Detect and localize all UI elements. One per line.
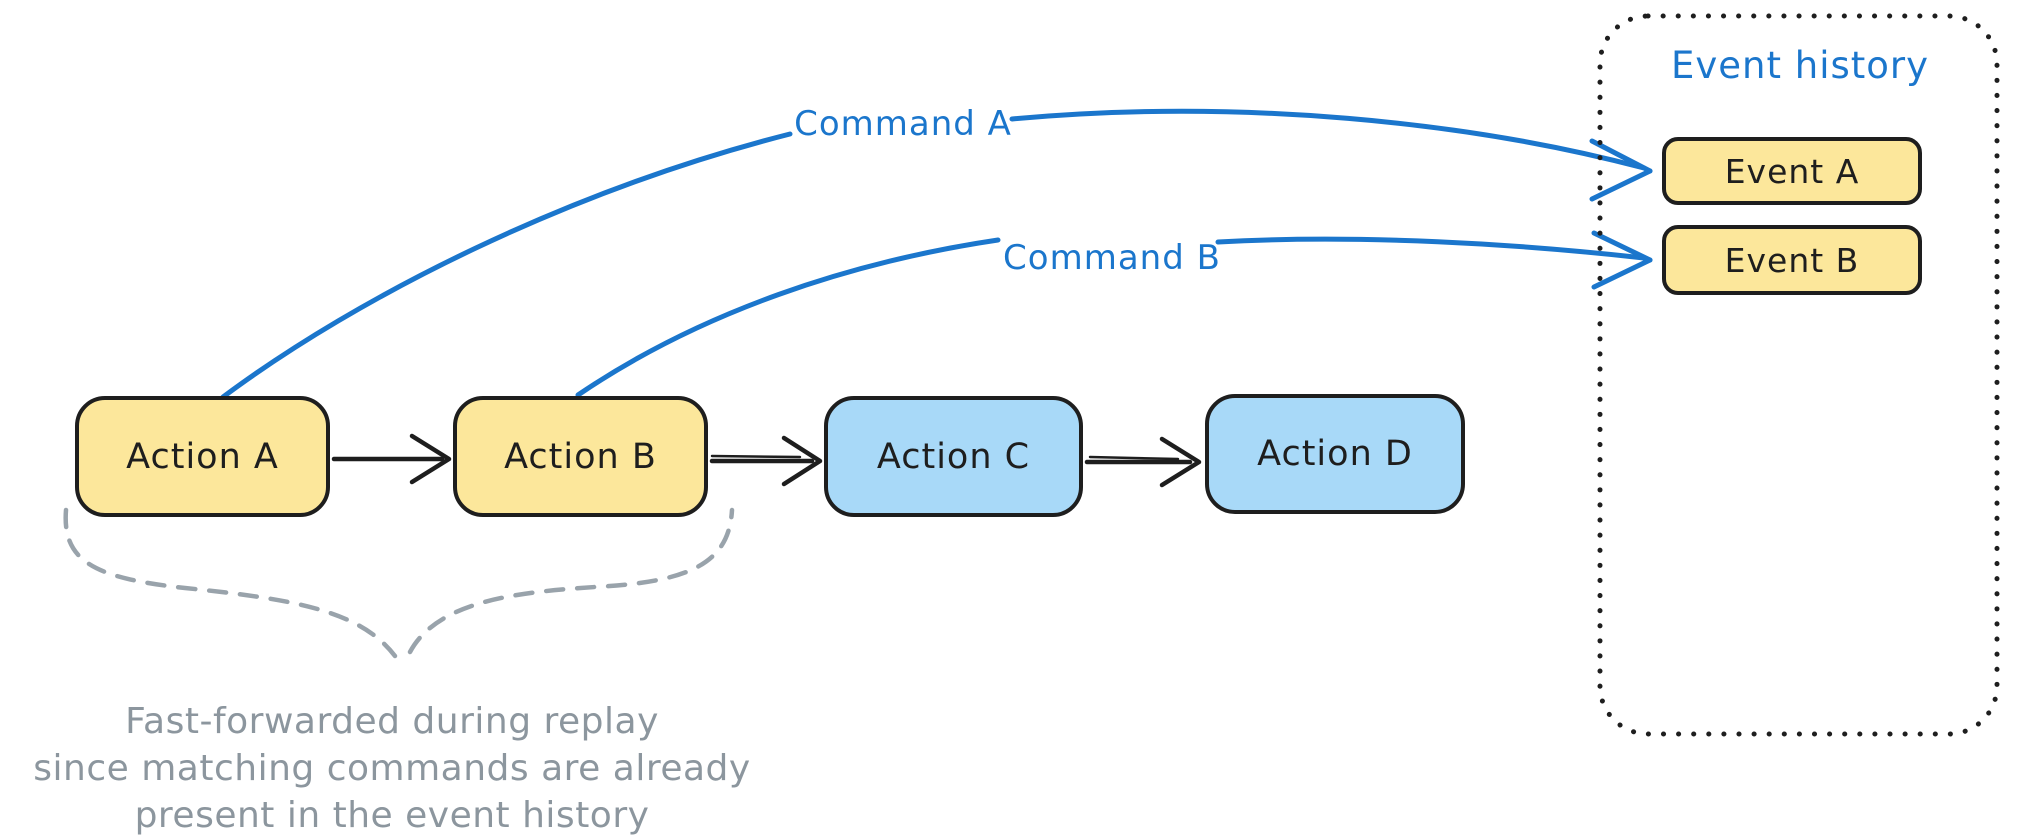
command-a-arrow (220, 108, 1653, 400)
command-a-label: Command A (794, 104, 1012, 144)
action-b-node: Action B (453, 396, 708, 517)
action-c-node: Action C (824, 396, 1083, 517)
replay-annotation-line-3: present in the event history (134, 795, 650, 836)
event-a-node: Event A (1662, 137, 1922, 205)
action-c-label: Action C (876, 436, 1031, 477)
command-b-arrow (575, 230, 1653, 398)
action-b-label: Action B (504, 436, 657, 477)
command-b-label: Command B (1003, 238, 1221, 278)
arrow-action-c-to-d (1084, 436, 1202, 488)
action-d-label: Action D (1257, 434, 1413, 474)
replay-annotation-line-2: since matching commands are already (33, 748, 751, 789)
action-a-label: Action A (126, 436, 279, 477)
replay-brace (63, 507, 735, 659)
replay-annotation-line-1: Fast-forwarded during replay (125, 701, 659, 742)
event-b-label: Event B (1724, 240, 1860, 280)
event-a-label: Event A (1724, 151, 1860, 191)
arrow-action-b-to-c (709, 435, 823, 487)
replay-annotation: Fast-forwarded during replay since match… (12, 698, 772, 838)
action-a-node: Action A (75, 396, 330, 517)
event-b-node: Event B (1662, 225, 1922, 295)
action-d-node: Action D (1205, 394, 1465, 514)
event-history-title: Event history (1670, 44, 1930, 87)
event-history-border (1597, 13, 2000, 737)
arrow-action-a-to-b (331, 433, 452, 485)
